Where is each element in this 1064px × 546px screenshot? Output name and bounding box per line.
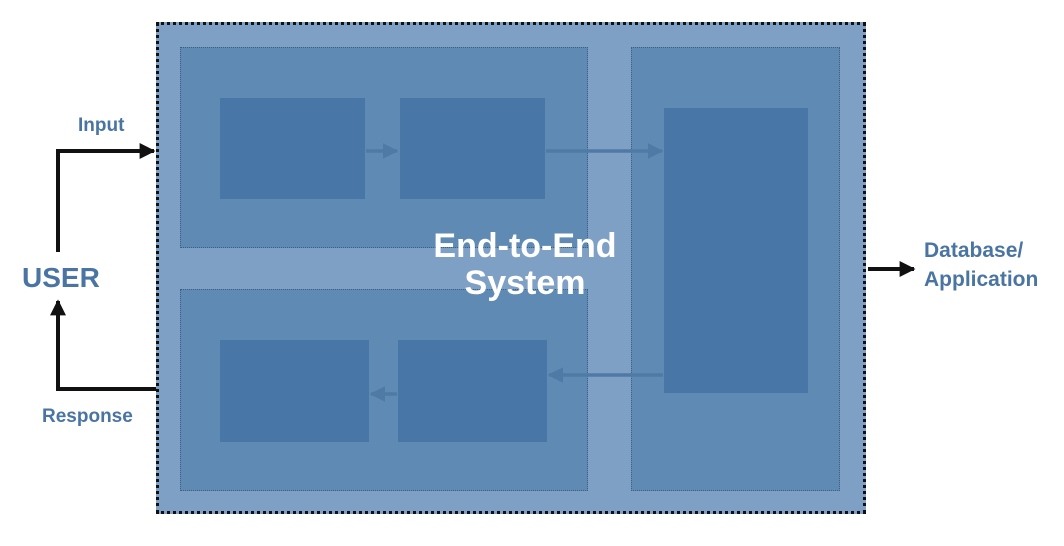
destination-line1: Database/: [924, 239, 1024, 262]
system-title-line1: End-to-End: [433, 227, 617, 265]
system-title-line2: System: [464, 263, 586, 302]
response-block-1: [220, 340, 369, 442]
database-application-label: Database/ Application: [924, 236, 1038, 295]
destination-line2: Application: [924, 268, 1039, 292]
input-label: Input: [78, 115, 125, 136]
system-title: End-to-End System: [400, 228, 650, 301]
response-label: Response: [42, 406, 133, 427]
arrow-user-input: [56, 143, 156, 252]
user-label: USER: [22, 262, 100, 293]
input-block-2: [400, 98, 545, 199]
arrow-response-to-user: [50, 299, 156, 391]
input-block-1: [220, 98, 365, 199]
response-block-2: [398, 340, 547, 442]
backend-block: [664, 108, 808, 393]
